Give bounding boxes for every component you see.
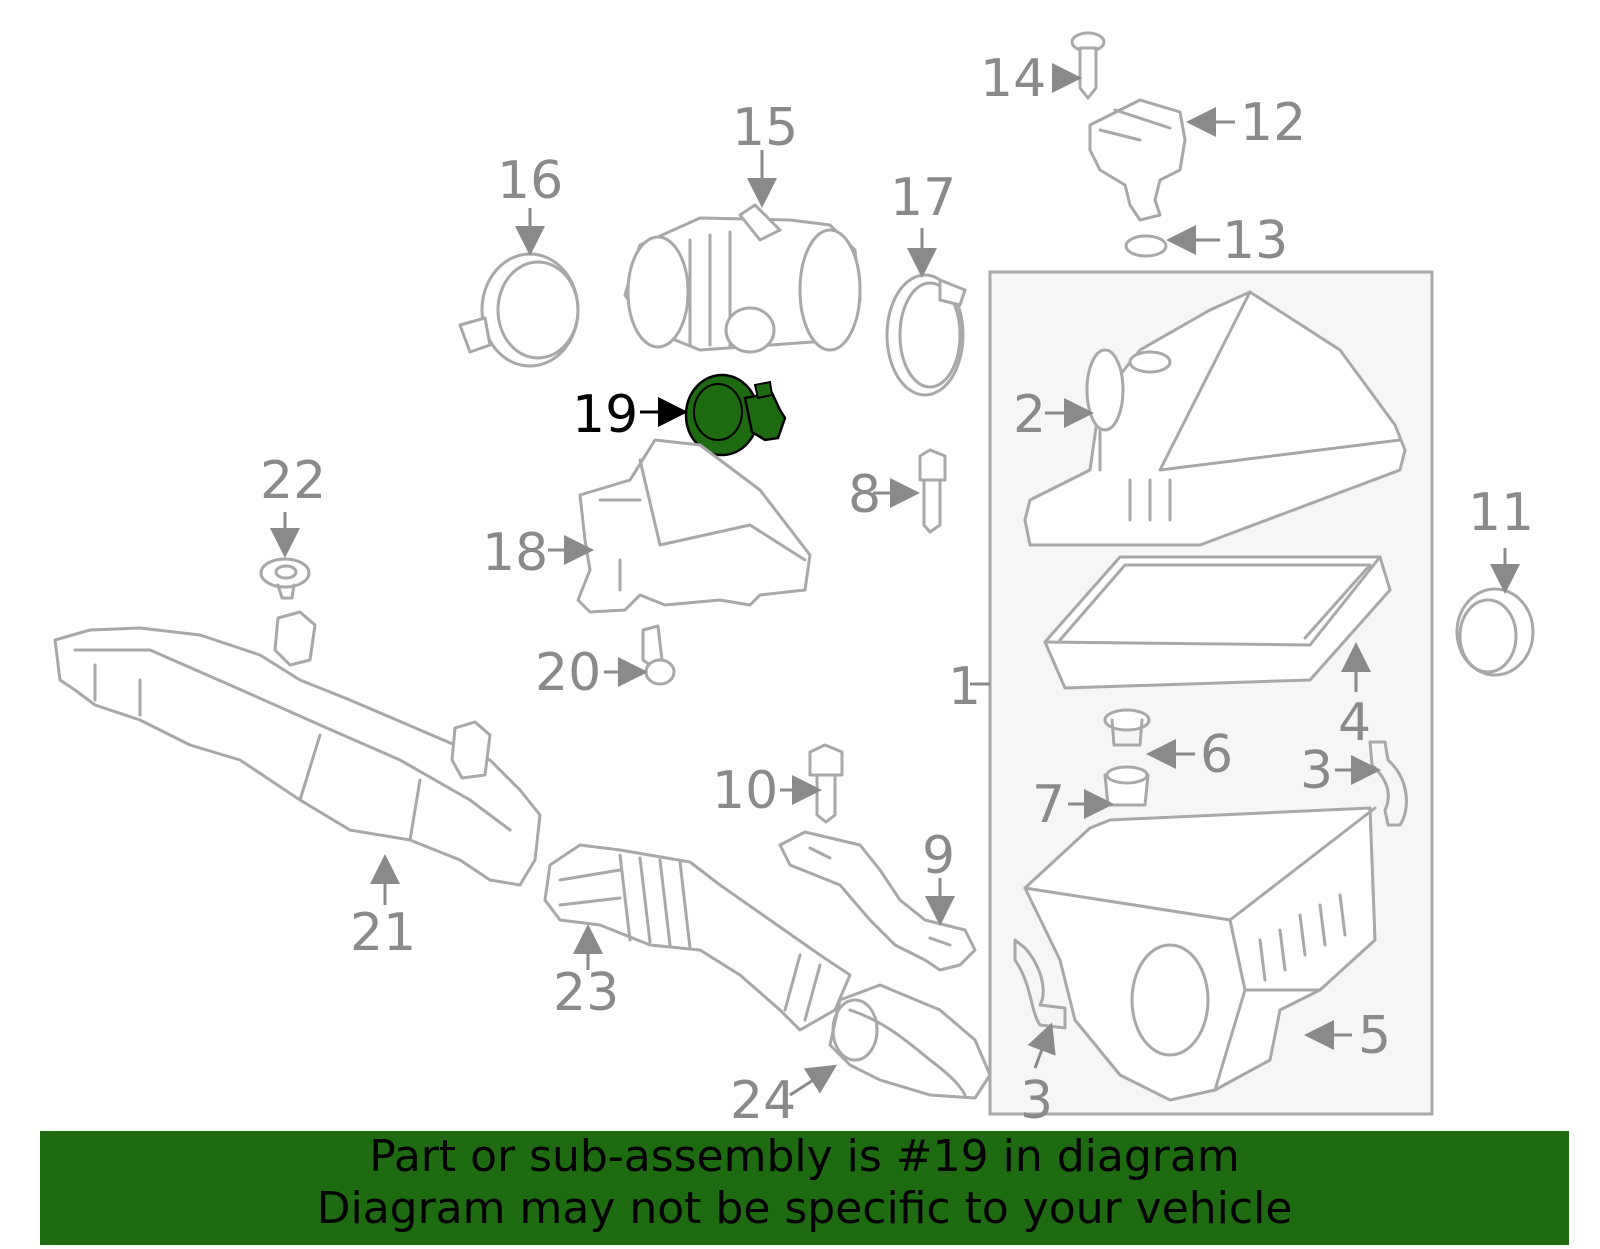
banner-line-1: Part or sub-assembly is #19 in diagram bbox=[369, 1131, 1240, 1182]
part-8-bolt bbox=[918, 448, 947, 534]
part-19-clamp-highlighted[interactable] bbox=[684, 373, 787, 457]
part-2-upper-cover bbox=[1023, 290, 1407, 547]
callout-10: 10 bbox=[712, 761, 778, 821]
part-7-grommet bbox=[1103, 765, 1150, 807]
part-20-screw bbox=[641, 624, 676, 686]
part-5-lower-case bbox=[1023, 806, 1377, 1102]
part-24-elbow bbox=[828, 983, 992, 1100]
callout-2: 2 bbox=[1013, 385, 1046, 445]
callout-20: 20 bbox=[535, 643, 601, 703]
part-22-clip bbox=[259, 557, 311, 600]
part-10-bolt bbox=[808, 743, 844, 824]
callout-13: 13 bbox=[1222, 211, 1288, 271]
callout-17: 17 bbox=[890, 168, 956, 228]
part-3-clip-lower bbox=[1013, 938, 1067, 1030]
callout-19: 19 bbox=[572, 385, 638, 445]
part-6-grommet bbox=[1103, 708, 1151, 747]
callout-8: 8 bbox=[848, 465, 881, 525]
info-banner: Part or sub-assembly is #19 in diagram D… bbox=[40, 1131, 1569, 1245]
callout-12: 12 bbox=[1240, 93, 1306, 153]
part-21-long-duct bbox=[53, 610, 542, 887]
callout-18: 18 bbox=[482, 523, 548, 583]
callout-11: 11 bbox=[1468, 483, 1534, 543]
part-11-seal bbox=[1455, 587, 1535, 677]
part-3-clip-upper bbox=[1368, 740, 1408, 827]
callout-3-lower: 3 bbox=[1020, 1071, 1053, 1131]
callout-23: 23 bbox=[553, 963, 619, 1023]
part-18-duct bbox=[576, 438, 812, 614]
callout-14: 14 bbox=[980, 49, 1046, 109]
callout-7: 7 bbox=[1032, 775, 1065, 835]
part-9-bracket bbox=[778, 830, 977, 972]
callout-9: 9 bbox=[922, 826, 955, 886]
part-15-intake-body bbox=[623, 203, 862, 354]
callout-3-right: 3 bbox=[1300, 741, 1333, 801]
callout-22: 22 bbox=[260, 451, 326, 511]
part-14-screw bbox=[1070, 31, 1106, 100]
part-16-clamp bbox=[458, 252, 580, 368]
callout-15: 15 bbox=[732, 98, 798, 158]
part-17-clamp bbox=[885, 273, 967, 397]
part-4-filter bbox=[1043, 555, 1392, 690]
banner-line-2: Diagram may not be specific to your vehi… bbox=[316, 1183, 1293, 1234]
leader-lines bbox=[270, 63, 1520, 1097]
callout-6: 6 bbox=[1200, 725, 1233, 785]
callout-4: 4 bbox=[1338, 693, 1371, 753]
callout-1: 1 bbox=[948, 657, 981, 717]
callout-21: 21 bbox=[350, 903, 416, 963]
callout-24: 24 bbox=[730, 1071, 796, 1131]
callout-16: 16 bbox=[497, 151, 563, 211]
callout-5: 5 bbox=[1358, 1006, 1391, 1066]
part-13-o-ring bbox=[1124, 234, 1168, 258]
part-12-sensor bbox=[1088, 98, 1187, 222]
callout-labels: 1 2 3 3 4 5 6 7 8 9 10 11 12 13 14 15 16… bbox=[260, 49, 1534, 1131]
